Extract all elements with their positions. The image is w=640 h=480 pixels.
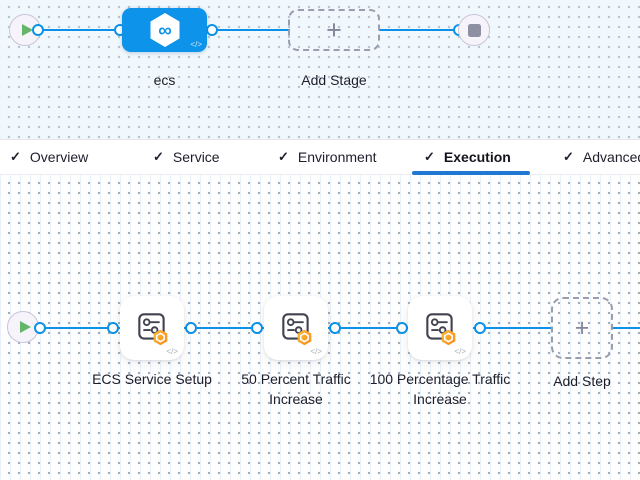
edge-line xyxy=(379,29,459,31)
check-icon: ✓ xyxy=(10,149,21,164)
edge-line xyxy=(473,327,551,329)
connector-port xyxy=(107,322,119,334)
step-label: 50 Percent Traffic Increase xyxy=(241,371,351,407)
connector-port xyxy=(474,322,486,334)
connector-port xyxy=(329,322,341,334)
gear-badge-icon xyxy=(441,329,456,346)
step-label: ECS Service Setup xyxy=(92,371,212,387)
gear-badge-icon xyxy=(297,329,312,346)
tab-execution[interactable]: ✓ Execution xyxy=(424,149,511,165)
check-icon: ✓ xyxy=(153,149,164,164)
connector-port xyxy=(32,24,44,36)
stage-graph-canvas[interactable]: ∞ </> + ecs Add Stage xyxy=(0,0,640,139)
step-node-ecs-service-setup[interactable]: </> xyxy=(120,296,184,360)
connector-port xyxy=(34,322,46,334)
infinity-icon: ∞ xyxy=(158,21,172,42)
stage-node-ecs[interactable]: ∞ </> xyxy=(122,8,207,52)
edge-line xyxy=(328,327,409,329)
code-icon: </> xyxy=(190,40,202,49)
add-step-label: Add Step xyxy=(553,373,611,389)
add-step-button[interactable]: + xyxy=(551,297,613,359)
check-icon: ✓ xyxy=(563,149,574,164)
add-stage-label: Add Stage xyxy=(301,72,367,88)
active-tab-underline xyxy=(412,171,530,175)
connector-port xyxy=(206,24,218,36)
code-icon: </> xyxy=(454,347,466,356)
step-settings-icon xyxy=(138,313,168,346)
tab-environment[interactable]: ✓ Environment xyxy=(278,149,377,165)
plus-icon: + xyxy=(326,14,342,45)
edge-line xyxy=(613,327,640,329)
gear-badge-icon xyxy=(153,329,168,346)
connector-port xyxy=(251,322,263,334)
pipeline-end-node xyxy=(458,14,490,46)
edge-line xyxy=(40,327,120,329)
plus-icon: + xyxy=(574,313,590,342)
connector-port xyxy=(185,322,197,334)
step-settings-icon xyxy=(282,313,312,346)
edge-line xyxy=(38,29,122,31)
add-stage-button[interactable]: + xyxy=(288,9,380,51)
code-icon: </> xyxy=(310,347,322,356)
check-icon: ✓ xyxy=(424,149,435,164)
play-icon xyxy=(19,321,31,333)
edge-line xyxy=(184,327,264,329)
stage-label: ecs xyxy=(153,72,176,88)
check-icon: ✓ xyxy=(278,149,289,164)
step-node-100-percentage-traffic[interactable]: </> xyxy=(408,296,472,360)
step-settings-icon xyxy=(426,313,456,346)
tab-overview[interactable]: ✓ Overview xyxy=(10,149,89,165)
edge-line xyxy=(207,29,290,31)
tab-service[interactable]: ✓ Service xyxy=(153,149,220,165)
deploy-hexagon-icon: ∞ xyxy=(150,13,179,47)
code-icon: </> xyxy=(166,347,178,356)
connector-port xyxy=(396,322,408,334)
step-label: 100 Percentage Traffic Increase xyxy=(369,371,511,407)
stop-icon xyxy=(467,23,481,37)
tab-advanced[interactable]: ✓ Advanced xyxy=(563,149,640,165)
step-node-50-percent-traffic[interactable]: </> xyxy=(264,296,328,360)
play-icon xyxy=(21,24,33,36)
execution-graph-canvas[interactable]: </> </> </> xyxy=(0,175,640,480)
stage-config-tabbar: ✓ Overview ✓ Service ✓ Environment ✓ Exe… xyxy=(0,139,640,175)
